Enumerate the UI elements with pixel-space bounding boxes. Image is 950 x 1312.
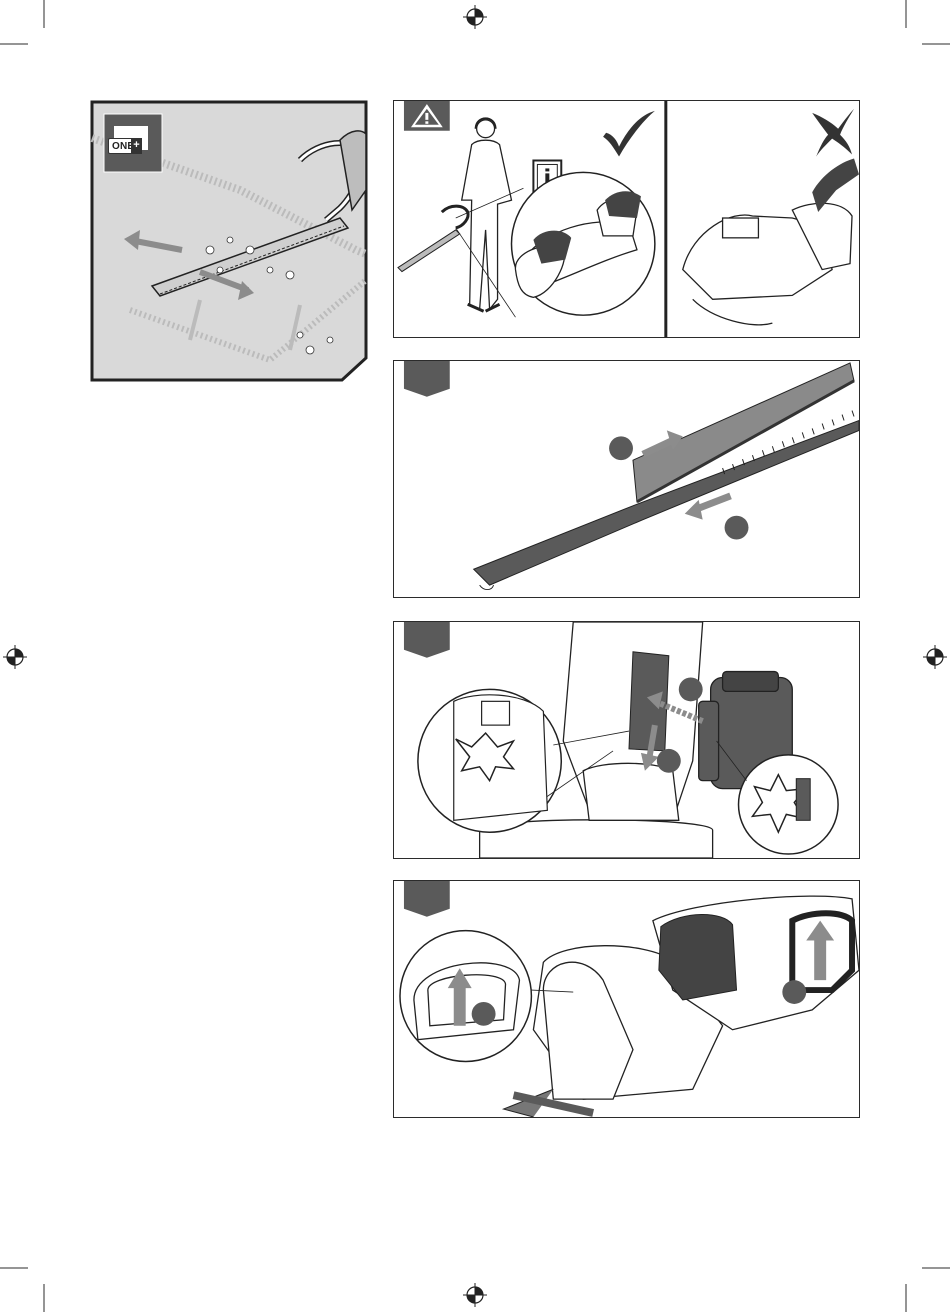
crosshair-icon (3, 645, 27, 669)
figure-grip-safety (393, 100, 860, 338)
step-pentagon-icon (404, 622, 450, 658)
step-pentagon-icon (404, 881, 450, 917)
step-lift-handle-locks (393, 880, 860, 1118)
step-insert-battery (393, 621, 860, 859)
step-remove-blade-cover (393, 360, 860, 598)
warning-triangle-icon (404, 101, 450, 131)
crosshair-icon (923, 645, 947, 669)
cross-icon (812, 109, 854, 157)
crosshair-icon (463, 5, 487, 29)
step-pentagon-icon (404, 361, 450, 397)
plus-icon: + (131, 138, 142, 154)
battery-badge: ONE + (108, 138, 142, 154)
crosshair-icon (463, 1283, 487, 1307)
figure-hedge-cutting: ONE + (90, 100, 368, 382)
checkmark-icon (603, 111, 655, 157)
